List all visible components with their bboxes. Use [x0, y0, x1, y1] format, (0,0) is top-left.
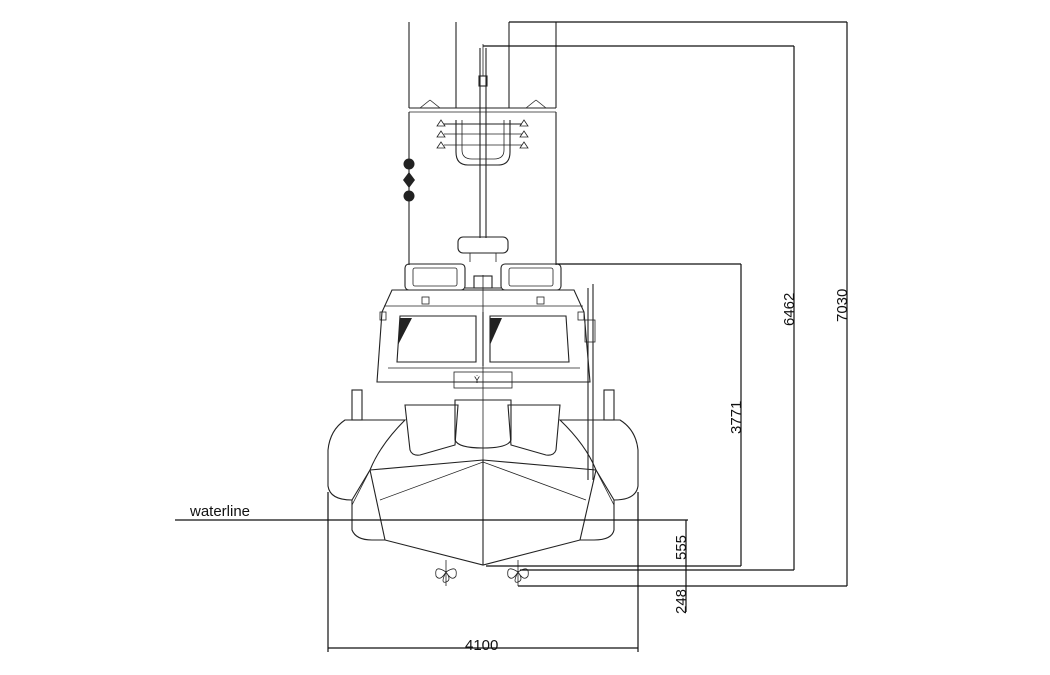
- propeller-left: [435, 560, 457, 586]
- draft-prop-dimension-label: 248: [673, 589, 690, 614]
- total-height-dimension-label: 7030: [834, 289, 851, 322]
- propeller-right: [507, 560, 529, 586]
- hull: [327, 275, 639, 586]
- draft-hull-dimension-label: 555: [673, 535, 690, 560]
- svg-text:Ẏ: Ẏ: [474, 375, 480, 385]
- dimension-lines: [175, 21, 848, 652]
- mast-height-dimension-label: 6462: [781, 293, 798, 326]
- beam-dimension-label: 4100: [465, 637, 498, 654]
- mast-structure: [403, 22, 557, 265]
- cabin-height-dimension-label: 3771: [728, 401, 745, 434]
- waterline-label: waterline: [189, 503, 250, 520]
